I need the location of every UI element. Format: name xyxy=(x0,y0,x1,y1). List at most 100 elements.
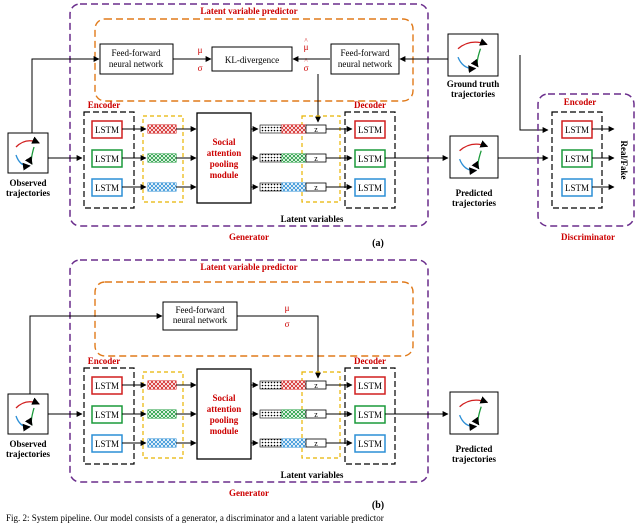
a-embedding-1-hatch xyxy=(148,125,176,133)
a-embedding-2-hatch xyxy=(148,154,176,162)
b-decoder-label: Decoder xyxy=(354,356,386,366)
b-observed-icon-paths xyxy=(15,397,40,432)
b-decoder-lstm-3 xyxy=(354,434,386,453)
a-kl-text: KL-divergence xyxy=(225,55,279,65)
a-latent-vector-1-noise xyxy=(259,124,283,134)
a-predicted-icon-green-trajectory xyxy=(471,150,482,170)
a-gt-to-disc-arrow xyxy=(519,55,549,133)
b-ffnn-to-z-arrow xyxy=(237,315,321,379)
b-encoder-lstm-2-label: LSTM xyxy=(95,410,119,420)
a-panel-label: (a) xyxy=(372,238,384,249)
a-ffnn-left-text-line-2: neural network xyxy=(109,59,164,69)
a-latent-vector-2-noise xyxy=(259,153,283,163)
a-predicted-icon-red-trajectory xyxy=(459,140,489,152)
a-disc-encoder-box xyxy=(551,111,603,209)
b-latent-vector-3-hidden-hatch xyxy=(282,439,306,447)
b-decoder-lstm-2-label: LSTM xyxy=(358,410,382,420)
a-observed-to-ffnn-arrow xyxy=(31,56,100,133)
b-embedding-3-hatch xyxy=(148,439,176,447)
a-observed-text-line-2: trajectories xyxy=(6,188,50,198)
a-ground-truth-icon-blue-trajectory xyxy=(457,56,477,74)
b-embedding-2-hatch xyxy=(148,410,176,418)
b-latent-vector-2-noise xyxy=(259,409,283,419)
a-social-text-line-1: Social xyxy=(212,137,236,147)
b-social-text-line-1: Social xyxy=(212,393,236,403)
a-mu-hat-caret: ^ xyxy=(304,37,308,45)
b-predicted-icon-paths xyxy=(458,396,489,432)
a-ground-truth-text-line-1: Ground truth xyxy=(447,79,500,89)
a-sigma-hat-caret: ^ xyxy=(304,57,308,65)
b-observed-to-ffnn-arrow xyxy=(29,313,163,394)
a-generator-label: Generator xyxy=(229,232,269,242)
a-encoder-lstm-3-label: LSTM xyxy=(95,183,119,193)
b-predicted-text-line-2: trajectories xyxy=(452,454,496,464)
a-observed-text-line-1: Observed xyxy=(10,178,47,188)
a-real-fake: Real/Fake xyxy=(619,141,629,180)
b-decoder-lstm-3-label: LSTM xyxy=(358,439,382,449)
b-latent-variables-label: Latent variables xyxy=(281,470,344,480)
b-encoder-label: Encoder xyxy=(88,356,121,366)
b-predicted-text-line-1: Predicted xyxy=(456,444,493,454)
b-latent-vector-1-noise xyxy=(259,380,283,390)
b-predicted-icon-green-trajectory xyxy=(471,406,482,426)
a-latent-vector-1-z-label: z xyxy=(314,125,318,134)
b-decoder-box xyxy=(344,367,396,465)
b-generator-frame xyxy=(69,259,429,483)
b-latent-predictor-frame xyxy=(94,281,414,357)
a-social-text-line-3: pooling xyxy=(210,159,239,169)
b-social-text-line-4: module xyxy=(210,426,239,436)
a-latent-predictor-frame xyxy=(94,18,414,102)
b-predicted-icon xyxy=(449,391,499,435)
a-decoder-lstm-1-label: LSTM xyxy=(358,125,382,135)
a-sigma: σ xyxy=(198,63,203,73)
a-observed-icon-paths xyxy=(15,136,40,171)
b-social-pooling-module xyxy=(196,368,252,460)
a-observed-icon xyxy=(7,132,49,174)
a-decoder-lstm-2-label: LSTM xyxy=(358,154,382,164)
a-predicted-icon-blue-trajectory xyxy=(458,158,478,176)
a-decoder-lstm-1 xyxy=(354,120,386,139)
a-decoder-label: Decoder xyxy=(354,100,386,110)
a-ground-truth-icon xyxy=(447,33,499,77)
a-ground-truth-icon-green-trajectory xyxy=(470,48,482,68)
a-disc-lstm-1-label: LSTM xyxy=(565,125,589,135)
a-generator-frame xyxy=(69,3,429,227)
a-encoder-label: Encoder xyxy=(88,100,121,110)
b-predicted-icon-red-trajectory xyxy=(459,396,489,408)
a-ffnn-right-text-line-1: Feed-forward xyxy=(341,48,390,58)
b-latent-title: Latent variable predictor xyxy=(200,262,297,272)
a-ffnn-left xyxy=(99,43,174,75)
a-observed-icon-blue-trajectory xyxy=(15,154,31,171)
b-observed-icon xyxy=(7,393,49,435)
a-latent-vector-3-z-label: z xyxy=(314,183,318,192)
b-encoder-lstm-1-label: LSTM xyxy=(95,381,119,391)
b-ffnn-text-line-1: Feed-forward xyxy=(176,305,225,315)
b-latent-vector-3-noise xyxy=(259,438,283,448)
a-latent-vector-3-noise xyxy=(259,182,283,192)
a-latent-vector-3-hidden-hatch xyxy=(282,183,306,191)
a-decoder-lstm-3 xyxy=(354,178,386,197)
b-mu: μ xyxy=(285,303,290,313)
a-latent-title: Latent variable predictor xyxy=(200,6,297,16)
a-predicted-text-line-1: Predicted xyxy=(456,188,493,198)
b-decoder-lstm-1-label: LSTM xyxy=(358,381,382,391)
b-latent-vector-1-hidden-hatch xyxy=(282,381,306,389)
a-ffnn-left-text-line-1: Feed-forward xyxy=(112,48,161,58)
a-decoder-lstm-3-label: LSTM xyxy=(358,183,382,193)
a-ground-truth-text-line-2: trajectories xyxy=(451,89,495,99)
a-disc-encoder-label: Encoder xyxy=(564,97,597,107)
a-latent-vector-2-z-label: z xyxy=(314,154,318,163)
b-latent-vector-3-z-label: z xyxy=(314,439,318,448)
a-social-text-line-2: attention xyxy=(207,148,242,158)
b-latent-vector-2-z-label: z xyxy=(314,410,318,419)
a-kl-divergence xyxy=(211,46,293,72)
b-encoder-box xyxy=(83,367,135,465)
b-latent-vector-2-hidden-hatch xyxy=(282,410,306,418)
b-observed-icon-green-trajectory xyxy=(24,407,35,426)
a-sigma-hat: σ xyxy=(304,63,309,73)
b-encoder-lstm-3-label: LSTM xyxy=(95,439,119,449)
a-embedding-3-hatch xyxy=(148,183,176,191)
a-mu-hat: μ xyxy=(304,42,309,52)
b-observed-text-line-1: Observed xyxy=(10,439,47,449)
